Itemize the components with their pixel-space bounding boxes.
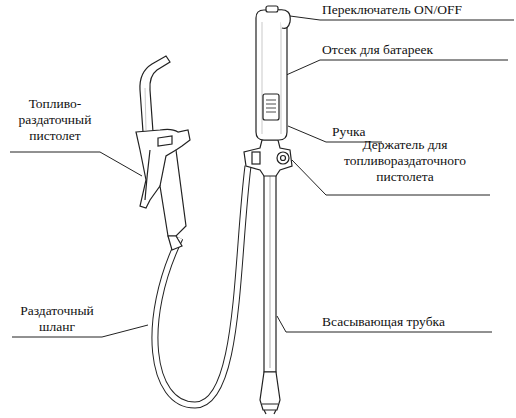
nozzle-gun [136,56,190,250]
part-label: Топливо-раздаточный пистолет [10,96,100,144]
part-label: Держатель для топливораздаточного пистол… [330,137,480,185]
leader-line [10,152,142,176]
suction-tube [260,172,280,414]
part-label: Отсек для батареек [322,42,508,58]
leader-line [12,325,148,337]
leader-line [266,60,508,84]
gun-holder [244,140,292,176]
part-label: Всасывающая трубка [322,314,502,330]
pump-handle [256,6,290,140]
part-label: Раздаточный шланг [12,303,102,335]
part-label: Переключатель ON/OFF [322,2,514,18]
